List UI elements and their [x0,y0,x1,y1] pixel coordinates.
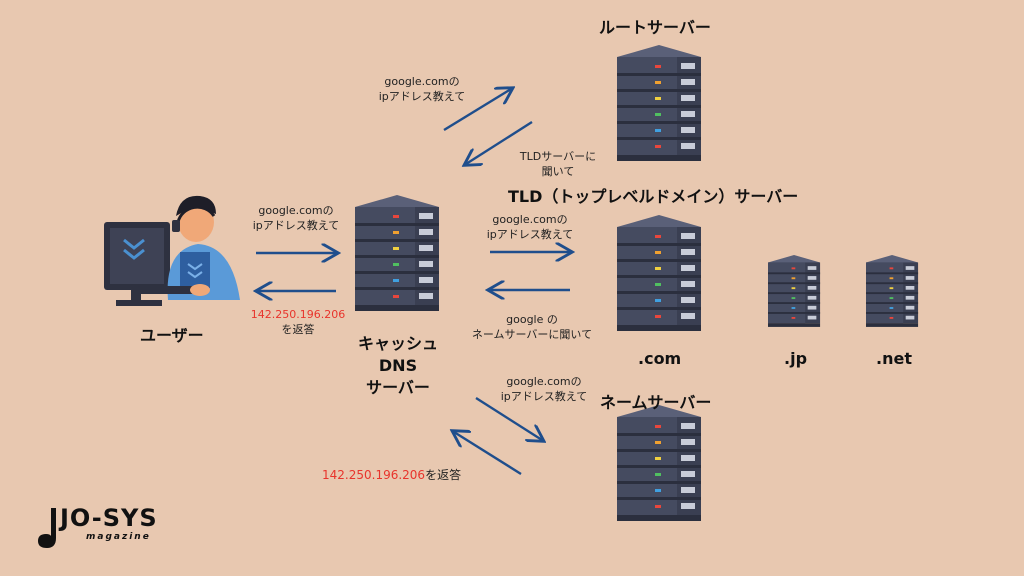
user-title: ユーザー [140,326,204,345]
logo-subtext: magazine [86,532,151,542]
root-reply-label: TLDサーバーに 聞いて [508,149,608,179]
tld-reply-line1: google の [506,313,558,326]
arrow-cache-to-nameserver [475,396,542,440]
ns-reply-suffix: を返答 [425,468,462,482]
jp-server-icon [768,255,821,327]
tld-server-title: TLD（トップレベルドメイン）サーバー [508,187,799,206]
jp-label: .jp [784,349,808,368]
ns-ask-line2: ipアドレス教えて [500,390,588,403]
user-ask-line1: google.comの [258,204,334,217]
root-ask-line2: ipアドレス教えて [378,90,466,103]
root-server-title: ルートサーバー [599,18,711,37]
root-reply-line2: 聞いて [541,165,575,178]
user-reply-ip: 142.250.196.206 [250,308,346,321]
root-ask-line1: google.comの [384,75,460,88]
arrow-cache-to-root [443,89,511,132]
user-ask-line2: ipアドレス教えて [252,219,340,232]
cache-dns-title: キャッシュ DNS サーバー [356,333,440,399]
name-server-title: ネームサーバー [600,393,712,412]
net-server-icon [866,255,919,327]
tld-reply-line2: ネームサーバーに聞いて [471,328,593,341]
logo-text: JO-SYS [60,504,158,532]
user-computer-icon [104,195,240,306]
com-server-icon [617,215,701,331]
logo-mark [38,508,56,548]
cache-dns-server-icon [355,195,439,311]
ns-ask-line1: google.comの [506,375,582,388]
user-reply-suffix: を返答 [281,323,315,336]
arrow-root-to-cache [466,120,533,164]
cache-title-line2: DNS [378,356,418,375]
root-ask-label: google.comの ipアドレス教えて [368,74,476,104]
root-server-icon [617,45,701,161]
tld-ask-line1: google.comの [492,213,568,226]
com-label: .com [638,349,682,368]
user-reply-label: 142.250.196.206 を返答 [230,307,366,337]
cache-title-line3: サーバー [366,378,430,397]
arrow-nameserver-to-cache [454,432,522,476]
tld-ask-label: google.comの ipアドレス教えて [476,212,584,242]
tld-reply-label: google の ネームサーバーに聞いて [462,312,602,342]
root-reply-line1: TLDサーバーに [519,150,597,163]
name-server-icon [617,405,701,521]
tld-ask-line2: ipアドレス教えて [486,228,574,241]
net-label: .net [876,349,912,368]
user-ask-label: google.comの ipアドレス教えて [244,203,348,233]
cache-title-line1: キャッシュ [357,334,438,353]
ns-reply-label: 142.250.196.206を返答 [322,468,461,483]
ns-ask-label: google.comの ipアドレス教えて [490,374,598,404]
ns-reply-ip: 142.250.196.206 [322,468,426,482]
